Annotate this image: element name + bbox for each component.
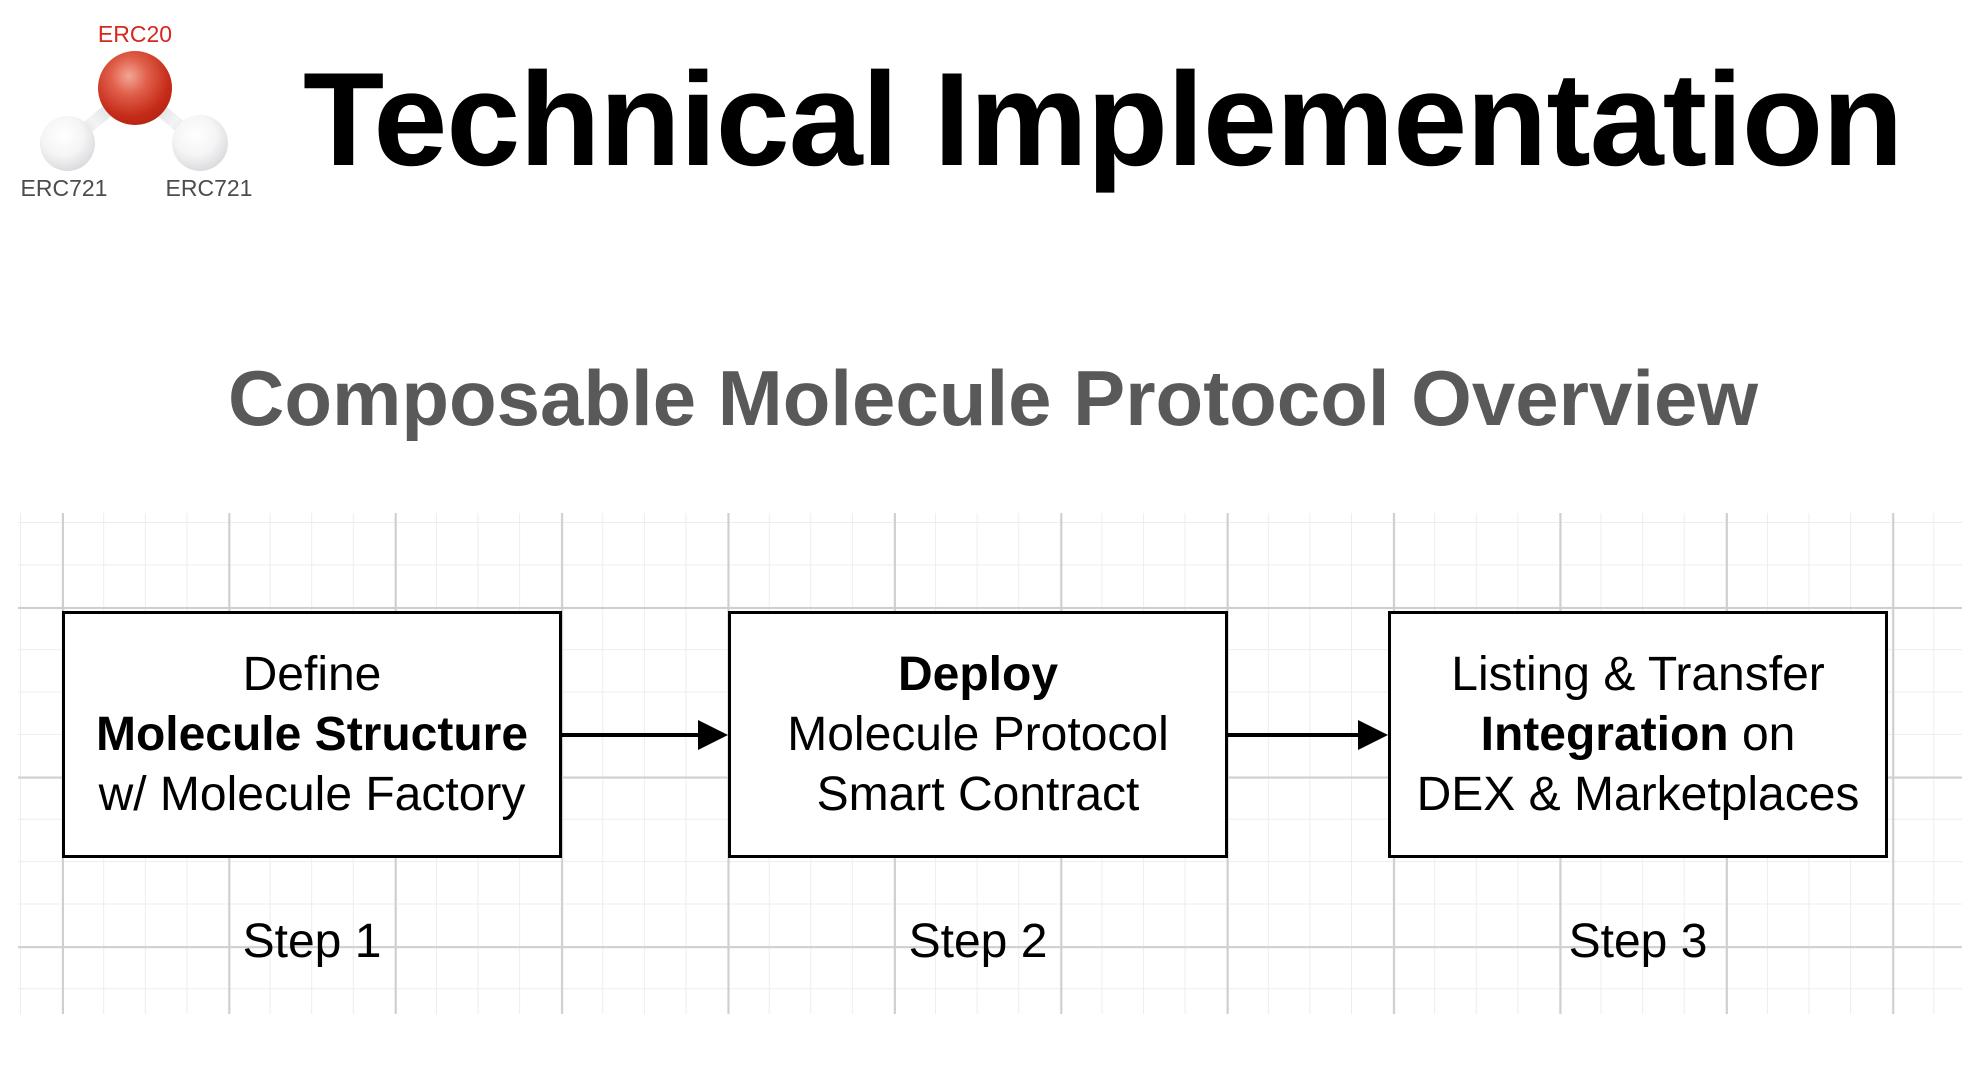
step-1-line-3: w/ Molecule Factory [98, 767, 526, 821]
step-3-line-2-rest: on [1728, 707, 1796, 761]
erc721-right-label: ERC721 [165, 175, 253, 201]
arrow-1-line [562, 733, 700, 737]
step-2-line-1: Deploy [897, 647, 1059, 701]
step-2-line-2: Molecule Protocol [787, 707, 1169, 761]
erc721-atom-right-icon [172, 115, 228, 171]
arrow-1-head-icon [698, 720, 728, 750]
step-2-caption: Step 2 [908, 915, 1048, 968]
arrow-2-line [1228, 733, 1360, 737]
step-3-line-3: DEX & Marketplaces [1416, 767, 1860, 821]
step-1-line-1: Define [242, 647, 382, 701]
step-3-caption: Step 3 [1568, 915, 1708, 968]
step-3-line-1: Listing & Transfer [1451, 647, 1825, 701]
step-2-line-3: Smart Contract [816, 767, 1140, 821]
page-title: Technical Implementation [303, 46, 1903, 194]
flow-step-3-box: Listing & Transfer Integration on DEX & … [1388, 611, 1888, 858]
step-3-line-2-bold: Integration [1480, 707, 1729, 761]
molecule-logo: ERC20 ERC721 ERC721 [21, 10, 253, 205]
flow-step-2-box: Deploy Molecule Protocol Smart Contract [728, 611, 1228, 858]
step-1-caption: Step 1 [242, 915, 382, 968]
erc20-atom-icon [98, 51, 172, 125]
step-3-line-2: Integration on [1481, 705, 1796, 765]
flow-step-1-box: Define Molecule Structure w/ Molecule Fa… [62, 611, 562, 858]
erc20-label: ERC20 [97, 21, 173, 47]
step-1-line-2: Molecule Structure [95, 707, 529, 761]
diagram-subtitle: Composable Molecule Protocol Overview [228, 354, 1759, 442]
erc721-atom-left-icon [40, 116, 95, 171]
erc721-left-label: ERC721 [20, 175, 108, 201]
arrow-2-head-icon [1358, 720, 1388, 750]
